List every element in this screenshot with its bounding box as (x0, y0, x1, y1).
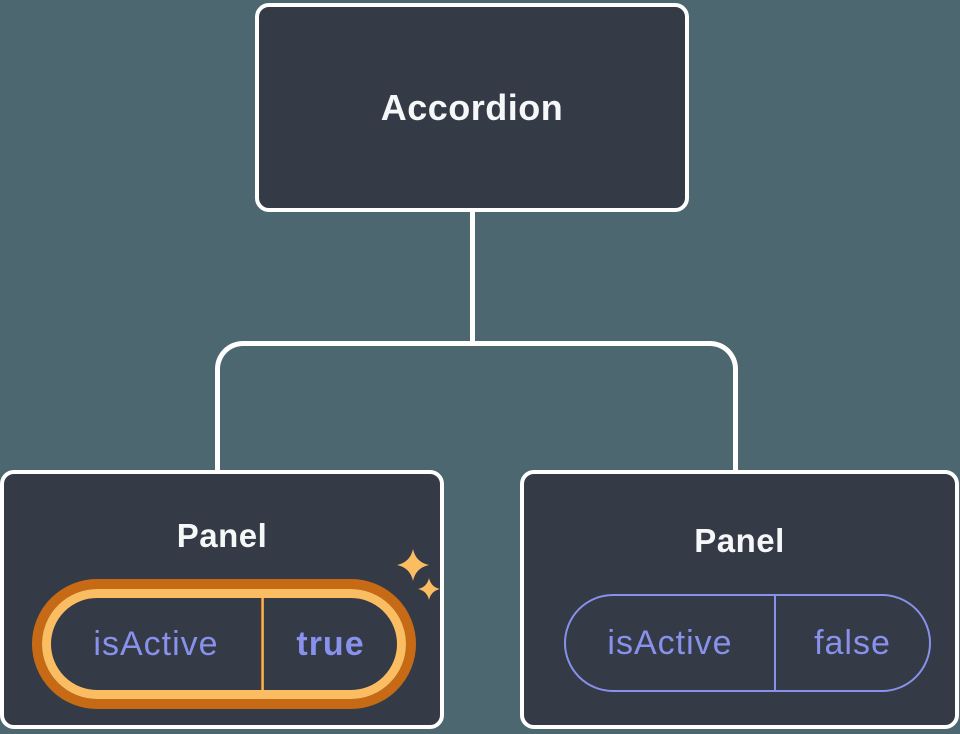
panel-node-label: Panel (694, 522, 785, 559)
pill-divider (261, 598, 264, 690)
state-value: false (814, 623, 891, 662)
state-pill-active: isActive true (32, 579, 416, 709)
state-key: isActive (607, 623, 733, 662)
state-value: true (296, 624, 365, 663)
sparkle-icon (397, 549, 440, 600)
connector-root-stem (470, 211, 475, 344)
connector-branch (215, 341, 738, 472)
panel-node-inactive: Panel isActive false (520, 470, 959, 729)
pill-divider (774, 596, 776, 690)
state-pill-inactive: isActive false (564, 594, 931, 692)
accordion-node: Accordion (255, 3, 689, 212)
accordion-node-label: Accordion (380, 86, 564, 128)
panel-node-label: Panel (176, 517, 268, 554)
state-pill-active-ring: isActive true (42, 589, 406, 699)
panel-node-active: Panel isActive true (0, 470, 444, 729)
state-key: isActive (93, 624, 219, 663)
